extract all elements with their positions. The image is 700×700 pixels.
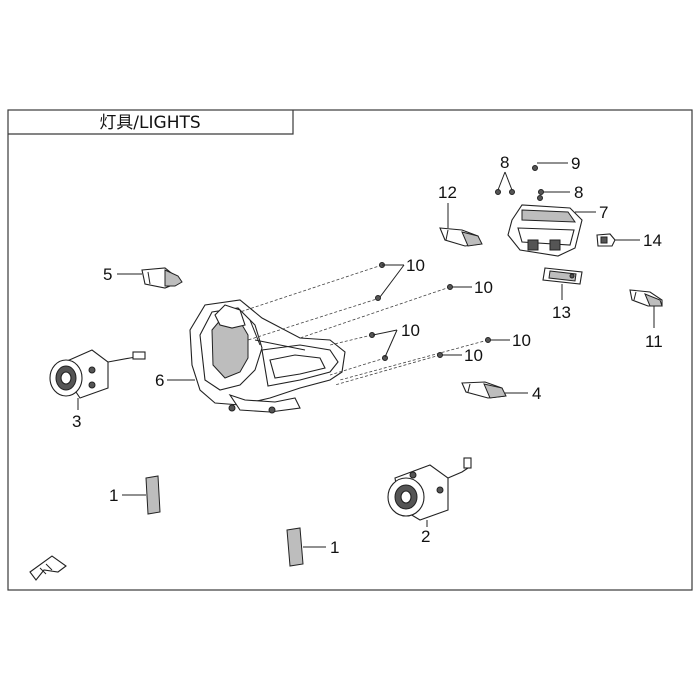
callout-5: 5 — [103, 265, 112, 284]
callout-4: 4 — [532, 384, 541, 403]
screw-alignment-lines — [239, 264, 489, 386]
callout-8-right: 8 — [574, 183, 583, 202]
callout-2: 2 — [421, 527, 430, 546]
page-title: 灯具/LIGHTS — [99, 113, 200, 133]
callout-12: 12 — [438, 183, 457, 202]
reflector-1-left[interactable] — [145, 475, 161, 515]
callout-1-left: 1 — [109, 486, 118, 505]
turn-signal-4[interactable] — [461, 381, 507, 399]
callout-10-fifth: 10 — [464, 346, 483, 365]
callout-9: 9 — [571, 154, 580, 173]
callout-7: 7 — [599, 203, 608, 222]
callout-8-left: 8 — [500, 153, 509, 172]
screws-8[interactable] — [495, 189, 544, 195]
connector-14[interactable] — [596, 233, 616, 247]
diagram-frame — [7, 109, 693, 591]
title-box — [8, 110, 294, 135]
callout-10-fourth: 10 — [512, 331, 531, 350]
callout-6: 6 — [155, 371, 164, 390]
callout-3: 3 — [72, 412, 81, 431]
plate-light-13[interactable] — [542, 267, 583, 285]
callout-1-bottom: 1 — [330, 538, 339, 557]
leader-lines — [77, 162, 655, 548]
turn-signal-11[interactable] — [629, 289, 663, 307]
callout-14: 14 — [643, 231, 662, 250]
callout-10-second: 10 — [474, 278, 493, 297]
turn-signal-5[interactable] — [141, 267, 183, 289]
front-direction-arrow-icon — [29, 555, 67, 581]
round-light-3[interactable] — [49, 349, 146, 399]
callout-13: 13 — [552, 303, 571, 322]
reflector-1-bottom[interactable] — [286, 527, 304, 567]
callout-10-top: 10 — [406, 256, 425, 275]
callout-10-third: 10 — [401, 321, 420, 340]
round-light-2[interactable] — [387, 457, 472, 521]
tail-light-7[interactable] — [507, 165, 583, 257]
callout-11: 11 — [645, 332, 663, 351]
headlight-assembly[interactable] — [189, 299, 346, 414]
turn-signal-12[interactable] — [439, 227, 483, 247]
callout-labels: 1 1 2 3 4 5 6 7 8 8 9 10 10 10 10 10 11 … — [72, 153, 663, 557]
